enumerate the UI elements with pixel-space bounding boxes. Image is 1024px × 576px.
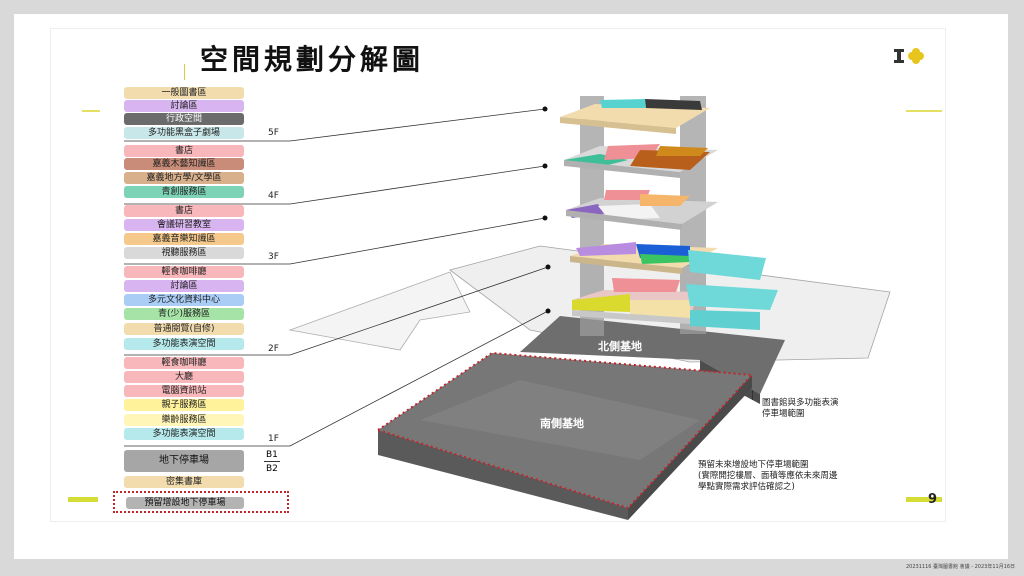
note-leader	[752, 390, 753, 400]
legend-label: 輕食咖啡廳	[124, 266, 244, 278]
legend-label: 普通閱覽(自修)	[124, 323, 244, 335]
legend-label: 青(少)服務區	[124, 308, 244, 320]
legend-label: 討論區	[124, 280, 244, 292]
north-site-label: 北側基地	[598, 340, 642, 353]
legend-label: 行政空間	[124, 113, 244, 125]
legend-label: 親子服務區	[124, 399, 244, 411]
floor-label-4f: 4F	[268, 191, 279, 201]
legend-label: 討論區	[124, 100, 244, 112]
note-library-parking: 圖書館與多功能表演 停車場範圍	[762, 398, 839, 420]
bottom-bar-right	[906, 497, 942, 502]
accent-line-right	[906, 110, 942, 112]
bottom-bar-left	[68, 497, 98, 502]
underground-parking-label: 地下停車場	[124, 450, 244, 472]
title-accent	[184, 64, 185, 80]
note-line: (實際開挖樓層、面積等應依未來周邊	[698, 471, 838, 481]
note-line: 預留未來增設地下停車場範圍	[698, 460, 809, 470]
note-line: 停車場範圍	[762, 409, 805, 419]
north-site-outline-left	[288, 271, 471, 351]
floor-label-b2: B2	[266, 464, 278, 474]
legend-label: 嘉義木藝知識區	[124, 158, 244, 170]
legend-label: 多功能表演空間	[124, 428, 244, 440]
legend-label: 青創服務區	[124, 186, 244, 198]
legend-label: 一般圖書區	[124, 87, 244, 99]
reserve-parking-label: 預留增設地下停車場	[126, 497, 244, 509]
footer-text: 20231116 臺灣圖書館 會議 - 2023年11月16日	[906, 564, 1016, 570]
legend-label: 電腦資訊站	[124, 385, 244, 397]
legend-label: 多元文化資料中心	[124, 294, 244, 306]
legend-label: 嘉義音樂知識區	[124, 233, 244, 245]
accent-line-left	[82, 110, 100, 112]
legend-label: 嘉義地方學/文學區	[124, 172, 244, 184]
page-number: 9	[928, 492, 938, 507]
note-line: 學點實際需求評估確認之)	[698, 482, 795, 492]
legend-label: 多功能表演空間	[124, 338, 244, 350]
floor-label-b1: B1	[266, 450, 278, 460]
legend-label: 多功能黑盒子劇場	[124, 127, 244, 139]
legend-label: 書店	[124, 145, 244, 157]
floor-label-1f: 1F	[268, 434, 279, 444]
legend-label: 書店	[124, 205, 244, 217]
legend-label: 樂齡服務區	[124, 414, 244, 426]
floor-label-2f: 2F	[268, 344, 279, 354]
legend-label: 大廳	[124, 371, 244, 383]
floor-label-5f: 5F	[268, 128, 279, 138]
south-site-label: 南側基地	[540, 417, 584, 430]
floor-label-3f: 3F	[268, 252, 279, 262]
logo	[894, 48, 924, 64]
storage-label: 密集書庫	[124, 476, 244, 488]
note-line: 圖書館與多功能表演	[762, 398, 839, 408]
legend-label: 會議研習教室	[124, 219, 244, 231]
floor-5f	[560, 104, 710, 128]
reserve-parking-box	[113, 491, 289, 513]
legend-label: 視聽服務區	[124, 247, 244, 259]
page-title: 空間規劃分解圖	[200, 43, 425, 76]
legend-label: 輕食咖啡廳	[124, 357, 244, 369]
note-reserve-parking: 預留未來增設地下停車場範圍 (實際開挖樓層、面積等應依未來周邊 學點實際需求評估…	[698, 460, 837, 493]
floor-divider	[264, 461, 280, 462]
